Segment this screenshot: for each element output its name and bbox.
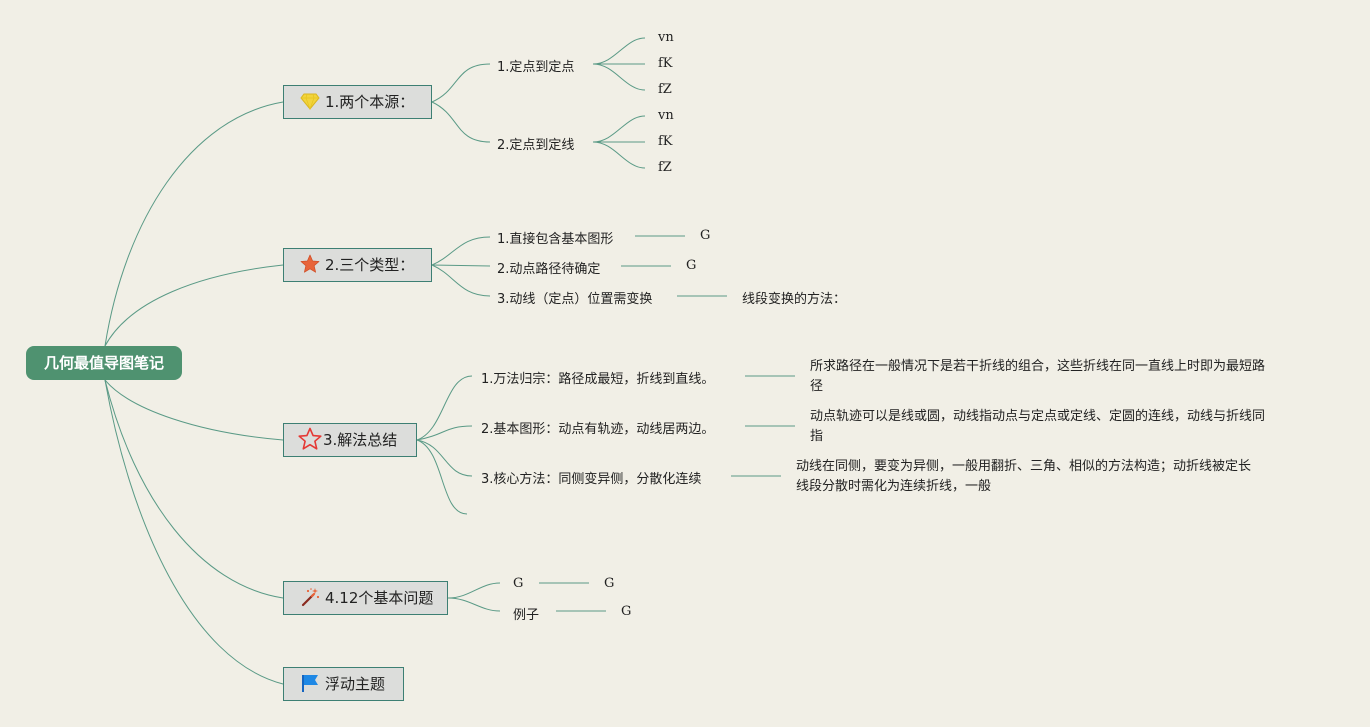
note-line: 指 xyxy=(810,429,824,444)
topic-title: 4.12个基本问题 xyxy=(325,589,434,607)
note-line: 径 xyxy=(810,379,824,394)
branch-core-method[interactable]: 3.核心方法：同侧变异侧，分散化连续 xyxy=(481,472,702,487)
diamond-icon xyxy=(300,91,320,111)
branch-moving-point-path[interactable]: 2.动点路径待确定 xyxy=(497,262,601,277)
topic-floating[interactable]: 浮动主题 xyxy=(283,667,404,701)
topic-solution-summary[interactable]: 3.解法总结 xyxy=(283,423,417,457)
leaf-item[interactable]: G xyxy=(621,604,632,619)
leaf-item[interactable]: G xyxy=(700,228,711,243)
leaf-item[interactable]: fZ xyxy=(658,82,672,97)
root-topic[interactable]: 几何最值导图笔记 xyxy=(26,346,182,380)
leaf-item[interactable]: G xyxy=(604,576,615,591)
note-text[interactable]: 所求路径在一般情况下是若干折线的组合，这些折线在同一直线上时即为最短路 径 xyxy=(810,357,1310,397)
topic-title: 浮动主题 xyxy=(325,675,386,693)
branch-point-to-line[interactable]: 2.定点到定线 xyxy=(497,138,575,153)
branch-basic-figure[interactable]: 2.基本图形：动点有轨迹，动线居两边。 xyxy=(481,422,715,437)
note-line: 所求路径在一般情况下是若干折线的组合，这些折线在同一直线上时即为最短路 xyxy=(810,359,1266,374)
topic-three-types[interactable]: 2.三个类型： xyxy=(283,248,432,282)
star-filled-icon xyxy=(300,254,320,274)
topic-title: 1.两个本源： xyxy=(325,93,415,111)
leaf-item[interactable]: G xyxy=(686,258,697,273)
note-line: 线段分散时需化为连续折线，一般 xyxy=(796,479,992,494)
leaf-item[interactable]: fK xyxy=(658,56,673,71)
branch-direct-basic-figure[interactable]: 1.直接包含基本图形 xyxy=(497,232,614,247)
branch-g[interactable]: G xyxy=(513,576,524,591)
topic-twelve-problems[interactable]: 4.12个基本问题 xyxy=(283,581,448,615)
leaf-item[interactable]: fK xyxy=(658,134,673,149)
branch-moving-line-transform[interactable]: 3.动线（定点）位置需变换 xyxy=(497,292,653,307)
topic-title: 3.解法总结 xyxy=(323,431,398,449)
leaf-item[interactable]: fZ xyxy=(658,160,672,175)
star-outline-icon xyxy=(298,427,322,451)
leaf-item[interactable]: vn xyxy=(658,108,674,123)
note-text[interactable]: 动线在同侧，要变为异侧，一般用翻折、三角、相似的方法构造；动折线被定长 线段分散… xyxy=(796,457,1296,497)
note-line: 动点轨迹可以是线或圆，动线指动点与定点或定线、定圆的连线，动线与折线同 xyxy=(810,409,1266,424)
leaf-item[interactable]: vn xyxy=(658,30,674,45)
branch-point-to-point[interactable]: 1.定点到定点 xyxy=(497,60,575,75)
leaf-segment-transform[interactable]: 线段变换的方法： xyxy=(742,292,847,307)
branch-method-root[interactable]: 1.万法归宗：路径成最短，折线到直线。 xyxy=(481,372,715,387)
note-line: 动线在同侧，要变为异侧，一般用翻折、三角、相似的方法构造；动折线被定长 xyxy=(796,459,1252,474)
note-text[interactable]: 动点轨迹可以是线或圆，动线指动点与定点或定线、定圆的连线，动线与折线同 指 xyxy=(810,407,1310,447)
branch-example[interactable]: 例子 xyxy=(513,608,540,623)
topic-title: 2.三个类型： xyxy=(325,256,415,274)
topic-two-sources[interactable]: 1.两个本源： xyxy=(283,85,432,119)
flag-icon xyxy=(300,673,320,693)
magic-wand-icon xyxy=(300,587,320,607)
